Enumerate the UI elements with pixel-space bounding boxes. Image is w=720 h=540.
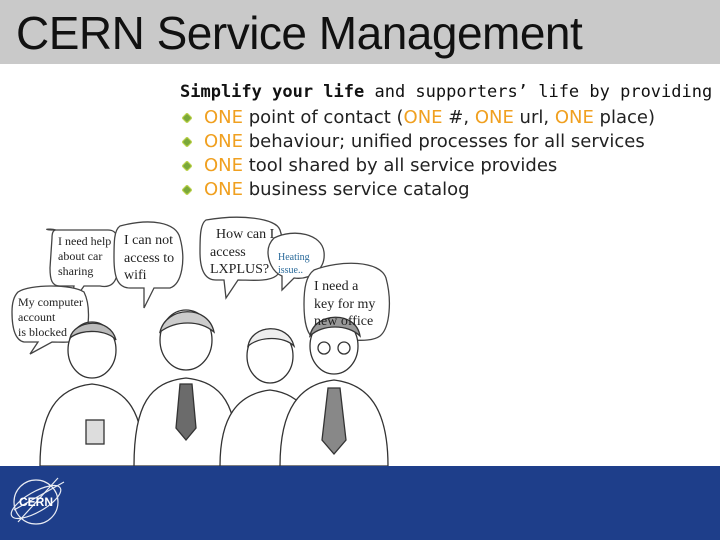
bullet-icon [181, 136, 193, 148]
bubble-line: How can I [216, 227, 275, 242]
bubble-line: wifi [124, 268, 147, 283]
one-keyword: ONE [403, 107, 443, 128]
bullet-text: point of contact ( [243, 107, 404, 128]
bullet-text: place) [593, 107, 655, 128]
bubble-line: sharing [58, 264, 94, 278]
bubble-line: LXPLUS? [210, 262, 270, 277]
slide-title: CERN Service Management [16, 7, 583, 59]
bubble-text-car: I need help about car sharing [58, 234, 111, 279]
supporters-illustration [11, 216, 391, 466]
bullet-icon [181, 160, 193, 172]
bubble-line: I can not [124, 233, 173, 248]
cern-logo-text: CERN [19, 495, 53, 509]
bubble-line: access [210, 244, 246, 260]
bubble-line: is blocked [18, 325, 67, 339]
bubble-line: access to [124, 250, 175, 266]
cern-logo: CERN [10, 477, 65, 525]
title-bar [0, 0, 720, 64]
bullet-icon [181, 184, 193, 196]
bubble-text-key: I need a key for my new office [314, 278, 375, 331]
bullet-text: business service catalog [243, 179, 470, 200]
person-head [67, 321, 117, 379]
one-keyword: ONE [204, 179, 244, 200]
bubble-line: My computer [18, 295, 83, 309]
intro-rest: and supporters’ life by providing [364, 82, 713, 102]
bubble-text-lxplus: How can I access LXPLUS? [210, 226, 274, 279]
bubble-text-wifi: I can not access to wifi [124, 232, 174, 285]
bullet-item: ONE tool shared by all service provides [180, 154, 655, 178]
bullet-text: tool shared by all service provides [243, 155, 558, 176]
bubble-line: key for my [314, 296, 376, 312]
intro-bold: Simplify your life [180, 82, 365, 102]
bubble-text-account: My computer account is blocked [18, 295, 83, 340]
one-keyword: ONE [204, 155, 244, 176]
bullet-item: ONE point of contact (ONE #, ONE url, ON… [180, 106, 655, 130]
bullet-text: behaviour; unified processes for all ser… [243, 131, 645, 152]
bubble-line: issue.. [278, 264, 303, 276]
bullet-icon [181, 112, 193, 124]
footer-bar [0, 466, 720, 540]
one-keyword: ONE [554, 107, 594, 128]
speech-bubble-car [46, 228, 120, 307]
bubble-line: new office [314, 314, 374, 329]
intro-line: Simplify your life and supporters’ life … [180, 82, 712, 102]
bullet-item: ONE behaviour; unified processes for all… [180, 130, 655, 154]
one-keyword: ONE [204, 131, 244, 152]
bullet-text: #, [442, 107, 475, 128]
speech-bubble-account [11, 285, 90, 355]
one-keyword: ONE [474, 107, 514, 128]
speech-bubble-wifi [113, 221, 184, 309]
one-keyword: ONE [204, 107, 244, 128]
speech-bubble-lxplus [199, 216, 285, 300]
bubble-line: I need a [314, 279, 359, 294]
bubble-line: account [18, 310, 56, 324]
bubble-text-heating: Heating issue.. [278, 252, 310, 277]
bubble-line: I need help [58, 234, 112, 248]
bullet-text: url, [513, 107, 555, 128]
bullet-list: ONE point of contact (ONE #, ONE url, ON… [180, 106, 655, 202]
bubble-line: Heating [278, 252, 310, 263]
bullet-item: ONE business service catalog [180, 178, 655, 202]
bubble-line: about car [58, 249, 103, 263]
